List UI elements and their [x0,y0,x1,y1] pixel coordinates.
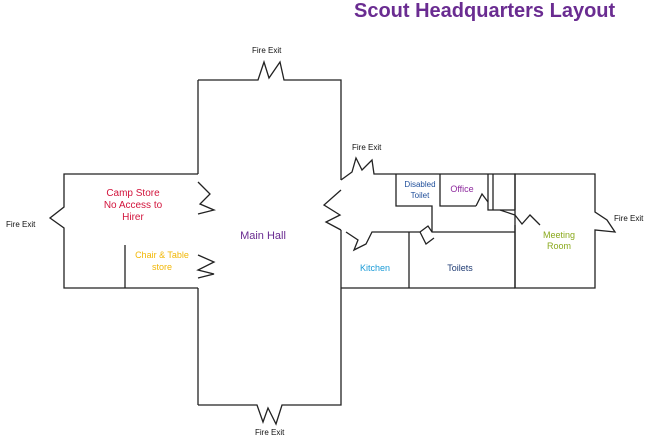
disabled-toilet-label-1: Disabled [404,180,435,189]
main-hall-label: Main Hall [240,230,286,242]
camp-store-label-2: No Access to [104,200,163,211]
meeting-room-door [499,209,541,226]
office-wall [439,174,476,207]
meeting-room-label-1: Meeting [543,230,575,240]
toilets-label: Toilets [447,263,473,273]
fire-exit-left-label: Fire Exit [6,220,36,229]
kitchen-door [419,231,435,245]
chair-store-door [196,254,216,279]
page-title: Scout Headquarters Layout [354,0,616,22]
camp-store-door [197,181,217,215]
fire-exit-top-label: Fire Exit [252,46,282,55]
chair-table-label-1: Chair & Table [135,250,189,260]
office-door [475,192,489,207]
main-hall-top-wall [198,59,342,180]
meeting-room-label-2: Room [547,241,571,251]
toilets-top-wall [408,225,515,233]
main-hall-bottom-wall [198,288,342,426]
meeting-room-walls [514,173,617,289]
disabled-toilet-label-2: Toilet [411,191,430,200]
fire-exit-right-label: Fire Exit [614,214,644,223]
main-hall-right-door [322,189,342,231]
camp-store-label-1: Camp Store [106,188,160,199]
mid-fire-exit [340,156,396,181]
camp-store-label-3: Hirer [122,212,144,223]
chair-table-label-2: store [152,262,172,272]
office-label: Office [450,184,473,194]
office-right-wall [487,174,515,211]
disabled-toilet-wall [395,174,433,232]
fire-exit-mid-label: Fire Exit [352,143,382,152]
camp-store-outer-wall [48,173,198,289]
kitchen-label: Kitchen [360,263,390,273]
kitchen-top-wall [345,231,408,252]
fire-exit-bottom-label: Fire Exit [255,428,285,437]
